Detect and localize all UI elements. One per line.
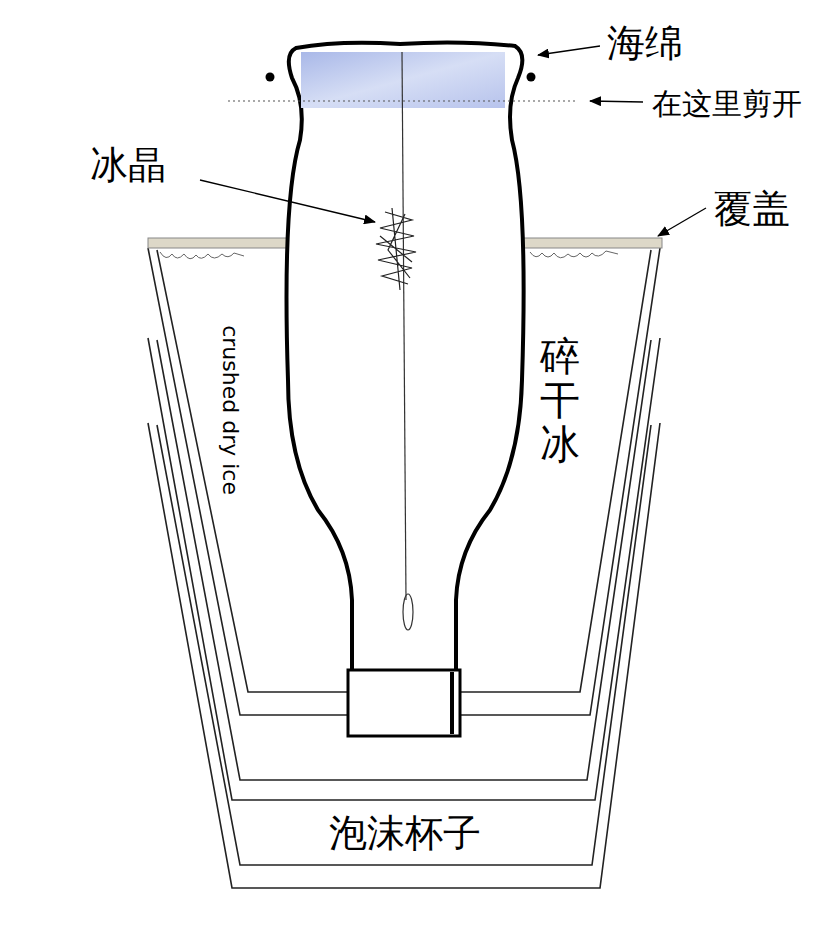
part-label: 泡沫杯子 [329,813,481,855]
sponge [301,52,505,108]
frost [160,252,244,259]
cover [522,238,662,248]
string [402,52,406,600]
cut-mark [527,73,536,82]
part-label: 覆盖 [714,189,790,231]
part-label: 冰晶 [90,145,166,187]
cover [148,238,290,248]
bottle-cap [348,670,460,736]
bottle [287,42,524,672]
frost [530,251,618,258]
leader-lines [200,46,706,236]
cut-line [228,100,578,101]
weight [403,594,413,630]
cut-mark [266,73,275,82]
part-label: 海绵 [607,23,683,65]
part-label: 碎干冰 [540,334,580,466]
part-label: crushed dry ice [218,325,242,495]
ice-crystal [376,208,416,290]
instruction-label: 在这里剪开 [652,87,802,120]
